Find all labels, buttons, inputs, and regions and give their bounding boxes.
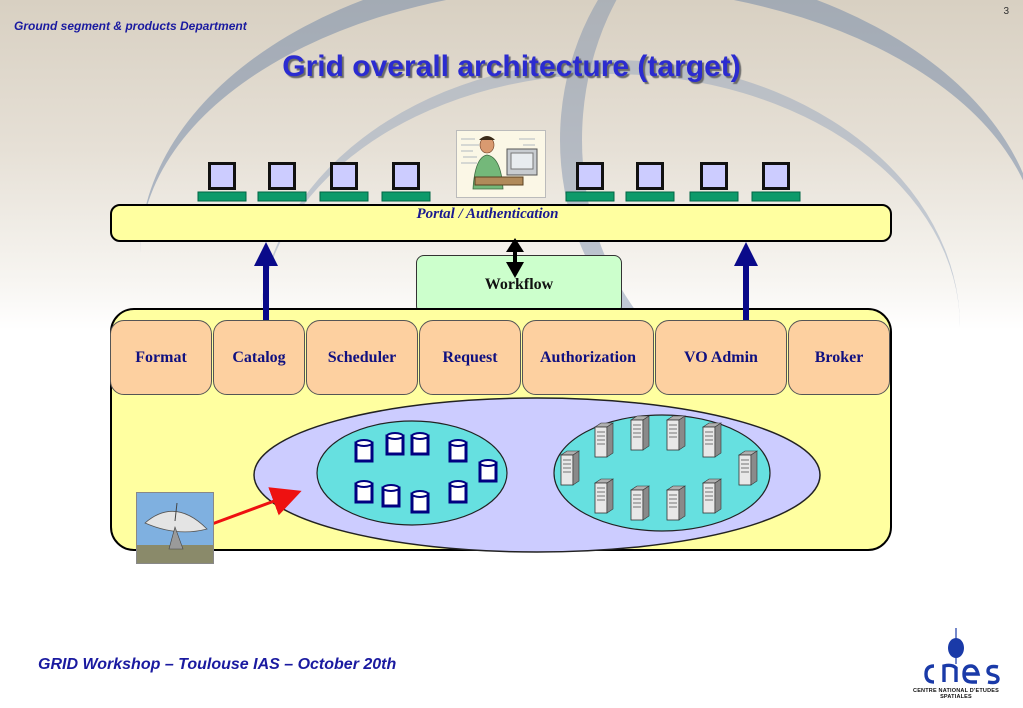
database-cylinder-icon: [410, 490, 430, 514]
footer-event: GRID Workshop – Toulouse IAS – October 2…: [38, 656, 397, 673]
database-cylinder-icon: [478, 459, 498, 483]
arrow-up-right: [734, 242, 758, 320]
database-cylinder-icon: [354, 432, 498, 514]
portal-label: Portal / Authentication: [416, 206, 559, 222]
page-title: Grid overall architecture (target): [282, 50, 741, 83]
service-vo-admin: VO Admin: [655, 320, 787, 395]
computer-terminal-icon: [318, 160, 370, 202]
arrow-up-left: [254, 242, 278, 320]
server-tower-icon: [594, 422, 614, 458]
server-tower-icon: [666, 415, 686, 451]
satellite-dish-icon: [136, 492, 214, 564]
service-broker: Broker: [788, 320, 890, 395]
arrow-antenna-to-grid: [211, 487, 302, 526]
database-cylinder-icon: [381, 484, 401, 508]
service-request: Request: [419, 320, 521, 395]
database-cylinder-icon: [410, 432, 430, 456]
server-tower-icon: [738, 450, 758, 486]
operator-at-computer-icon: [456, 130, 546, 198]
server-tower-icon: [702, 422, 722, 458]
department-label: Ground segment & products Department: [14, 19, 247, 33]
double-arrow-workflow: [506, 238, 524, 278]
computer-terminal-icon: [624, 160, 676, 202]
portal-authentication-bar: [110, 204, 892, 242]
service-authorization: Authorization: [522, 320, 654, 395]
database-cylinder-icon: [354, 480, 374, 504]
computer-terminal-icon: [750, 160, 802, 202]
server-tower-icon: [594, 478, 614, 514]
computer-terminal-icon: [688, 160, 740, 202]
server-tower-icon: [630, 415, 650, 451]
server-tower-icon: [560, 450, 580, 486]
computer-terminal-icon: [196, 160, 248, 202]
service-format: Format: [110, 320, 212, 395]
database-cylinder-icon: [354, 439, 374, 463]
compute-cluster: [553, 414, 771, 532]
service-scheduler: Scheduler: [306, 320, 418, 395]
server-tower-icon: [560, 415, 758, 521]
computer-terminal-icon: [380, 160, 432, 202]
server-tower-icon: [630, 485, 650, 521]
cnes-logo: [906, 624, 1006, 700]
database-cylinder-icon: [448, 439, 468, 463]
database-cylinder-icon: [448, 480, 468, 504]
computer-terminal-icon: [564, 160, 616, 202]
page-number: 3: [1003, 6, 1009, 17]
service-catalog: Catalog: [213, 320, 305, 395]
computer-terminal-icon: [256, 160, 308, 202]
server-tower-icon: [702, 478, 722, 514]
server-tower-icon: [666, 485, 686, 521]
cnes-logo-subtext: CENTRE NATIONAL D'ETUDES SPATIALES: [913, 688, 999, 700]
database-cylinder-icon: [385, 432, 405, 456]
